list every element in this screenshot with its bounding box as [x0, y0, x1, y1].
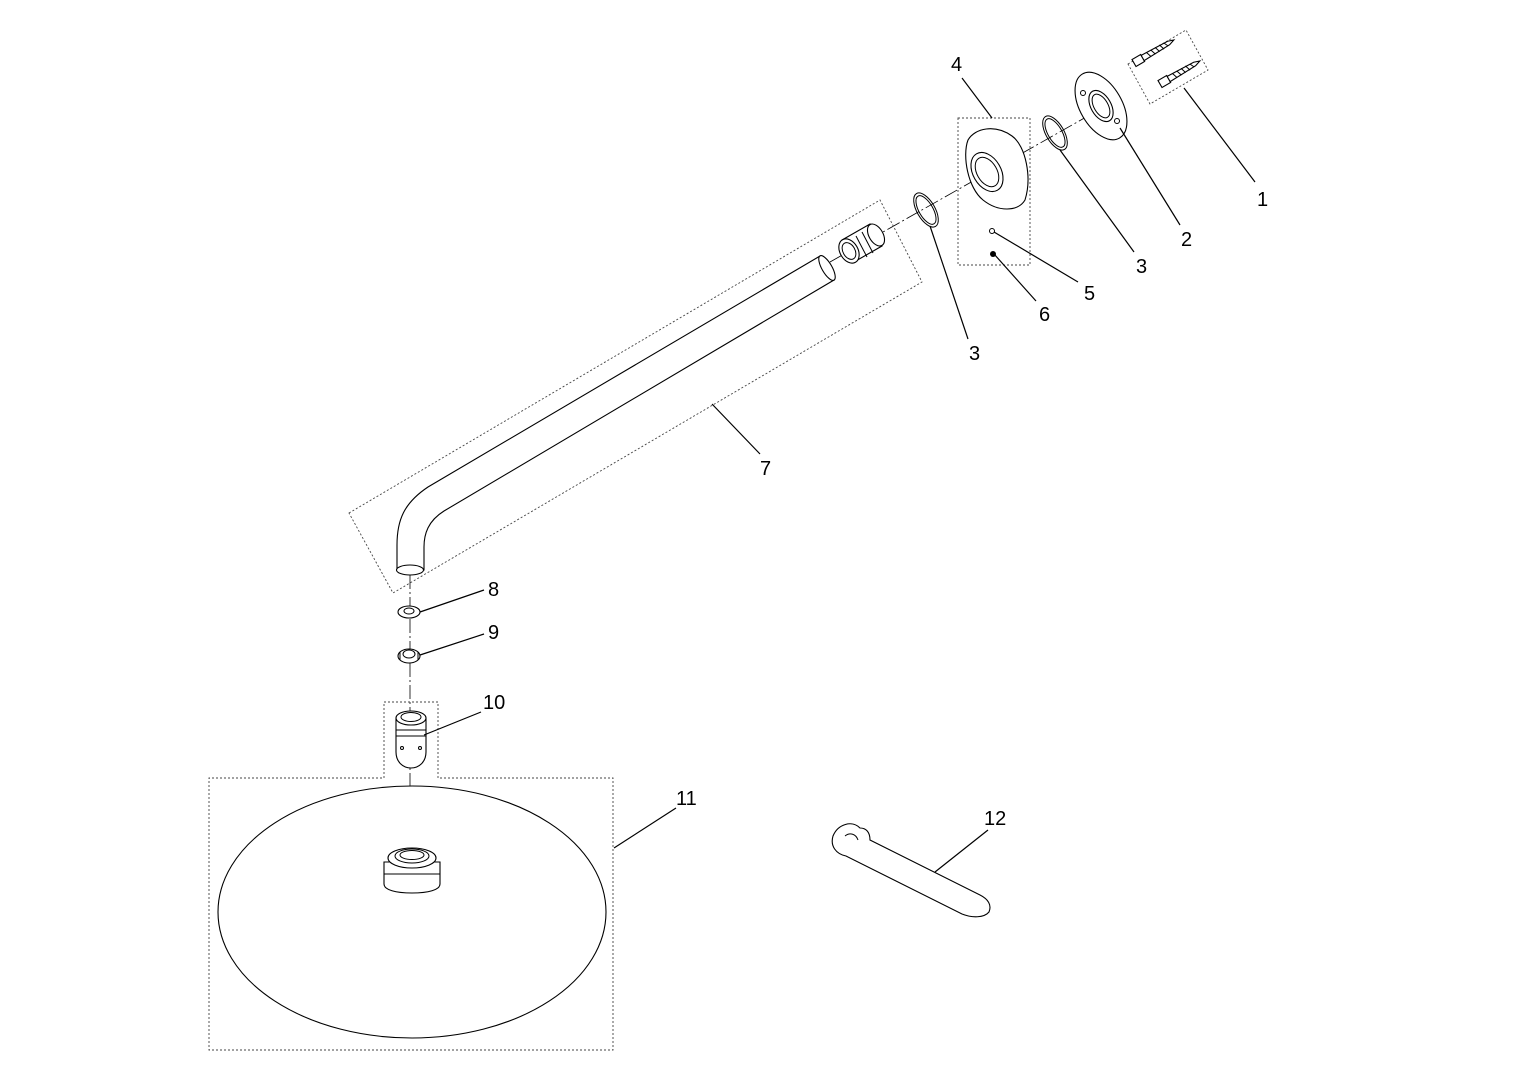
part-12-wrench: [831, 823, 991, 918]
callout-2: 2: [1181, 229, 1192, 251]
part-6-plug: [990, 251, 996, 257]
callout-3-lower: 3: [969, 343, 980, 365]
callout-6: 6: [1039, 304, 1050, 326]
callout-11: 11: [676, 788, 697, 810]
part-9-nut: [397, 648, 421, 664]
part-1-screws: [1127, 29, 1209, 105]
callout-5: 5: [1084, 283, 1095, 305]
leader-lines: [419, 77, 1256, 873]
part-5-grub-screw: [989, 228, 995, 234]
callout-8: 8: [488, 579, 499, 601]
callout-labels: 1 2 3 4 5 6 3 7 8 9 10 11 12: [483, 54, 1268, 830]
part-10-ball-joint: [395, 710, 427, 769]
callout-4: 4: [951, 54, 962, 76]
part-11-shower-head: [208, 701, 614, 1051]
assembly-axis-arm: [409, 111, 1096, 860]
callout-10: 10: [483, 692, 505, 714]
part-3-o-ring-upper: [1042, 115, 1068, 151]
callout-12: 12: [984, 808, 1006, 830]
part-4-cover-plate: [957, 117, 1031, 266]
callout-1: 1: [1257, 189, 1268, 211]
part-3-o-ring-lower: [913, 192, 939, 228]
part-8-washer: [397, 605, 421, 619]
callout-7: 7: [760, 458, 771, 480]
callout-3-upper: 3: [1136, 256, 1147, 278]
part-7-shower-arm: [348, 199, 923, 594]
callout-9: 9: [488, 622, 499, 644]
part-2-wall-flange: [1074, 71, 1128, 141]
